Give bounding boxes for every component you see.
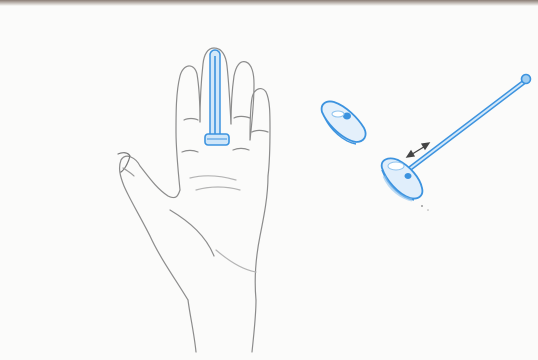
pencil-dot [427, 209, 429, 211]
pencil-dot [421, 205, 423, 207]
hand-sketch [118, 48, 270, 352]
finger-pin [210, 50, 220, 142]
wrist-right [252, 300, 256, 352]
index-finger [176, 66, 200, 190]
thumb-crease [170, 210, 214, 256]
palm-edge [255, 176, 268, 300]
thumb [120, 156, 188, 300]
ring-on-finger [205, 134, 229, 145]
wrist-left [188, 300, 196, 352]
ring-top-view [322, 101, 366, 144]
ring-with-handle [382, 75, 531, 201]
